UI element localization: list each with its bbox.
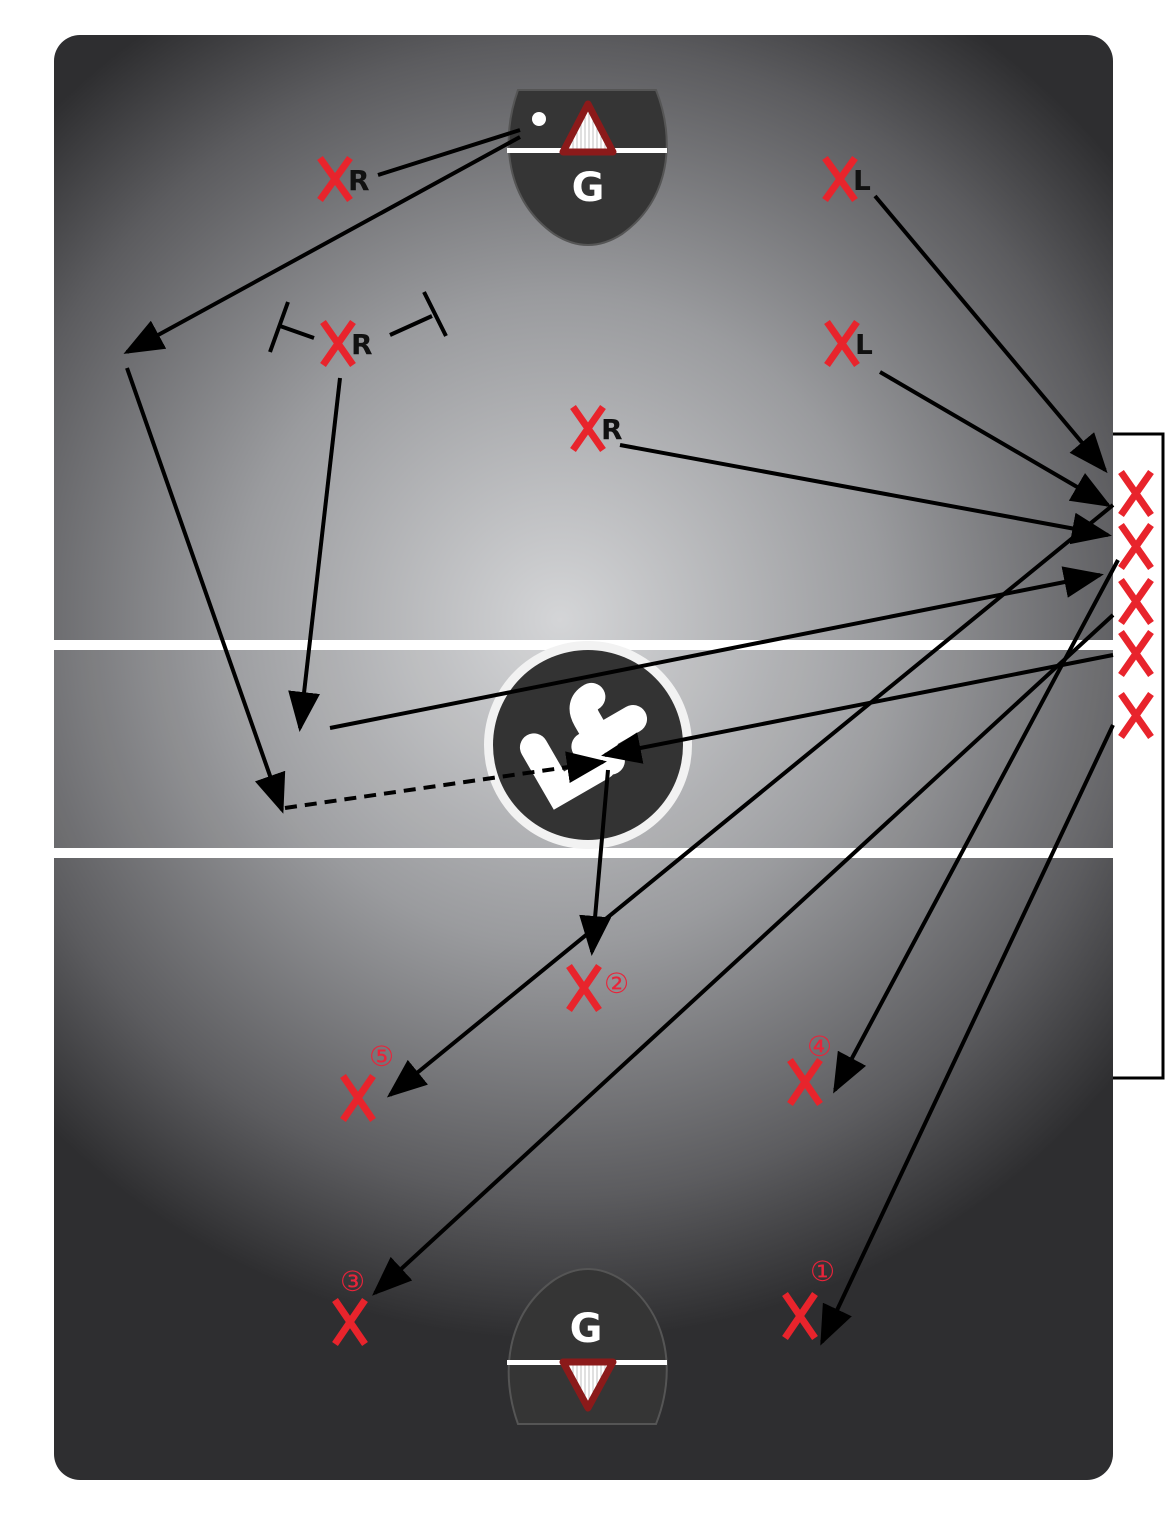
player-5: ⑤ (340, 1040, 394, 1122)
crease-triangle-icon (559, 100, 617, 156)
movement-arrows (123, 128, 1120, 1346)
goal-top: G (507, 89, 668, 246)
goal-label: G (570, 1306, 603, 1352)
player-letter: R (351, 328, 373, 361)
player-mid-left-r: R (320, 319, 373, 368)
ball-icon (532, 112, 546, 126)
player-mid-right-l: L (824, 319, 873, 368)
center-logo-icon (484, 641, 692, 849)
player-top-right-l: L (822, 155, 871, 203)
player-4: ④ (787, 1030, 832, 1106)
restraining-line-bottom (54, 848, 1113, 858)
player-top-left-r: R (317, 155, 370, 203)
sideline-players (1118, 469, 1154, 740)
player-number: ② (604, 967, 629, 1000)
player-letter: R (601, 413, 623, 446)
player-number: ① (810, 1255, 835, 1288)
player-letter: R (348, 164, 370, 197)
player-number: ④ (807, 1030, 832, 1063)
player-1: ① (782, 1255, 835, 1340)
goal-label: G (572, 165, 605, 211)
player-center-r: R (570, 404, 623, 453)
goal-bottom: G (507, 1268, 668, 1425)
player-letter: L (853, 164, 871, 197)
player-2: ② (566, 964, 629, 1012)
player-letter: L (855, 328, 873, 361)
player-3: ③ (332, 1265, 368, 1346)
player-number: ⑤ (369, 1040, 394, 1073)
player-number: ③ (340, 1265, 365, 1298)
crease-triangle-icon (559, 1358, 617, 1412)
